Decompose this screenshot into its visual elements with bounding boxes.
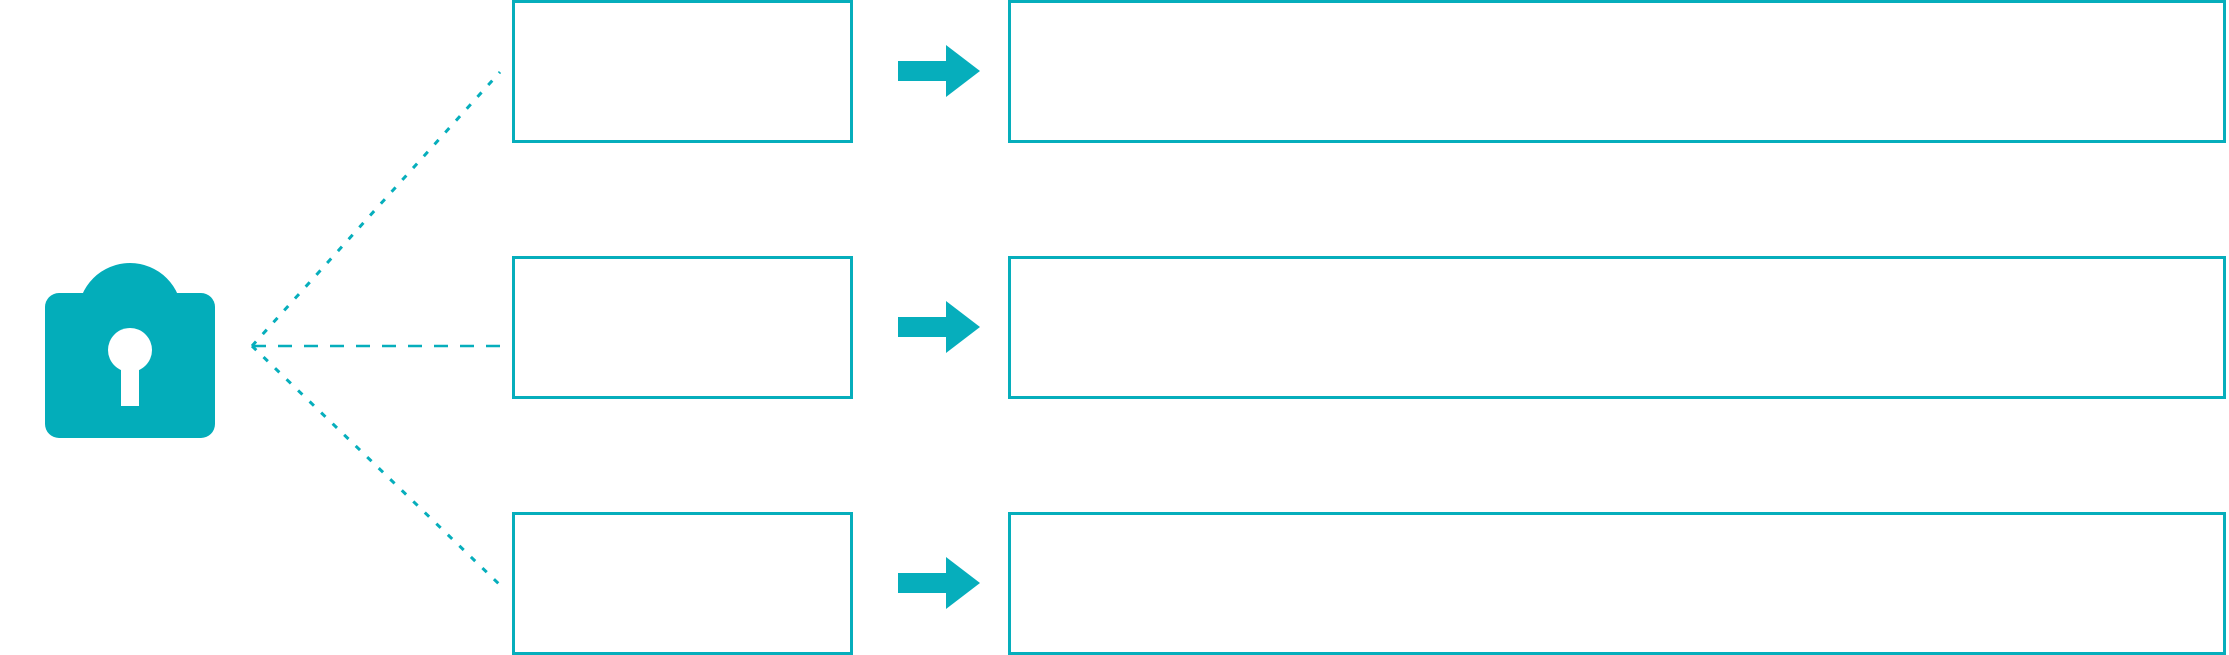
arrow-right-icon: [898, 299, 980, 355]
arrow-right-icon: [898, 555, 980, 611]
row-1-left-box-label: [515, 3, 850, 23]
row-1-left-box[interactable]: [512, 0, 853, 143]
row-2-right-box[interactable]: [1008, 256, 2226, 399]
row-3-left-box-label: [515, 515, 850, 535]
row-1-right-box[interactable]: [1008, 0, 2226, 143]
lock-icon: [40, 210, 220, 442]
row-2-left-box[interactable]: [512, 256, 853, 399]
connector-line-row-1: [250, 70, 502, 348]
row-3-right-box[interactable]: [1008, 512, 2226, 655]
row-2-left-box-label: [515, 259, 850, 279]
connector-line-row-3: [250, 344, 502, 587]
row-3-left-box[interactable]: [512, 512, 853, 655]
row-2-right-box-label: [1011, 259, 2223, 279]
row-3-right-box-label: [1011, 515, 2223, 535]
row-1-right-box-label: [1011, 3, 2223, 23]
arrow-right-icon: [898, 43, 980, 99]
